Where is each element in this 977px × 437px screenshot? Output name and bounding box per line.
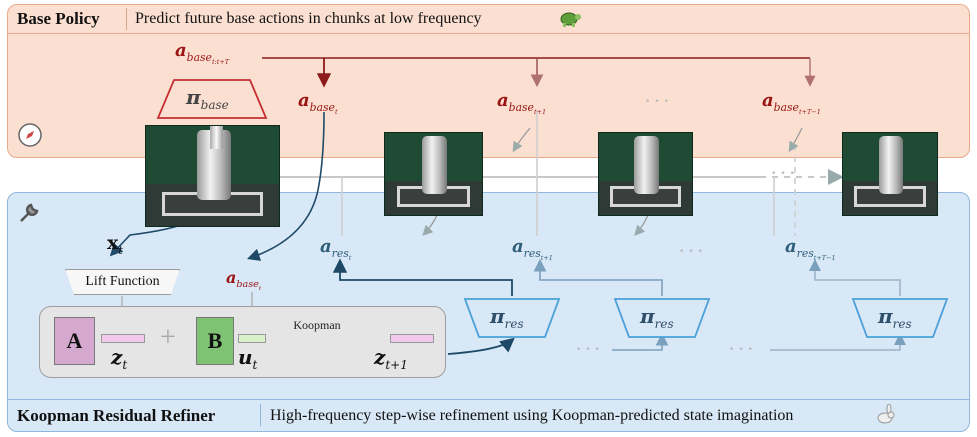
base-action-chunk-label: abaset:t+T — [175, 40, 230, 66]
latent-z-t: zt — [111, 345, 128, 372]
matrix-a: A — [54, 317, 95, 365]
matrix-b-label: B — [207, 328, 223, 353]
residual-action-tT1: arest+T−1 — [785, 236, 836, 262]
pi-base-block — [156, 79, 268, 119]
pi-res-ellipsis-2: ··· — [728, 336, 756, 361]
residual-ellipsis: ··· — [678, 238, 706, 263]
latent-z-t1: zt+1 — [374, 345, 408, 372]
pi-res-label-2: πres — [640, 304, 674, 331]
pi-base-label: πbase — [186, 85, 229, 112]
base-action-t: abaset — [298, 90, 338, 116]
refiner-base-action-t: abaset — [226, 268, 262, 293]
base-ellipsis: ··· — [644, 88, 672, 113]
state-x-t: xt — [107, 232, 123, 257]
refiner-footer: Koopman Residual Refiner High-frequency … — [8, 399, 969, 431]
observation-frame-tT — [842, 132, 938, 216]
matrix-a-label: A — [66, 328, 83, 353]
refiner-description: High-frequency step-wise refinement usin… — [270, 407, 794, 424]
pi-res-block-3 — [851, 298, 949, 338]
lift-function-label: Lift Function — [85, 274, 160, 289]
pi-res-block-2 — [613, 298, 711, 338]
compass-icon — [18, 123, 42, 147]
residual-action-t1: arest+1 — [512, 236, 553, 262]
turtle-icon — [560, 12, 581, 27]
latent-z-t1-vector — [390, 334, 434, 343]
lift-function-block: Lift Function — [65, 269, 180, 295]
input-u-t: ut — [238, 345, 258, 372]
observation-frame-t1 — [384, 132, 483, 216]
wrench-icon — [20, 203, 39, 222]
rabbit-icon — [877, 404, 895, 424]
input-u-t-vector — [238, 334, 266, 343]
latent-z-t-vector — [101, 334, 145, 343]
header-divider — [126, 8, 127, 30]
observation-frame-t2 — [598, 132, 693, 216]
koopman-label: Koopman — [293, 318, 341, 332]
matrix-b: B — [196, 317, 234, 365]
timeline-ellipsis: ··· — [770, 160, 798, 185]
plus-sign: + — [160, 322, 176, 353]
observation-frame-t — [145, 125, 280, 227]
base-policy-title: Base Policy — [17, 9, 100, 28]
refiner-title: Koopman Residual Refiner — [17, 406, 216, 425]
base-action-t1: abaset+1 — [497, 90, 547, 116]
pi-res-ellipsis-1: ··· — [575, 336, 603, 361]
base-action-tT1: abaset+T−1 — [762, 90, 821, 116]
pi-res-block-1 — [463, 298, 561, 338]
pi-res-label-3: πres — [878, 304, 912, 331]
pi-res-label-1: πres — [490, 304, 524, 331]
residual-action-t: arest — [320, 236, 352, 262]
footer-divider — [260, 404, 261, 426]
base-policy-header: Base Policy Predict future base actions … — [8, 5, 969, 34]
base-policy-description: Predict future base actions in chunks at… — [135, 10, 482, 27]
